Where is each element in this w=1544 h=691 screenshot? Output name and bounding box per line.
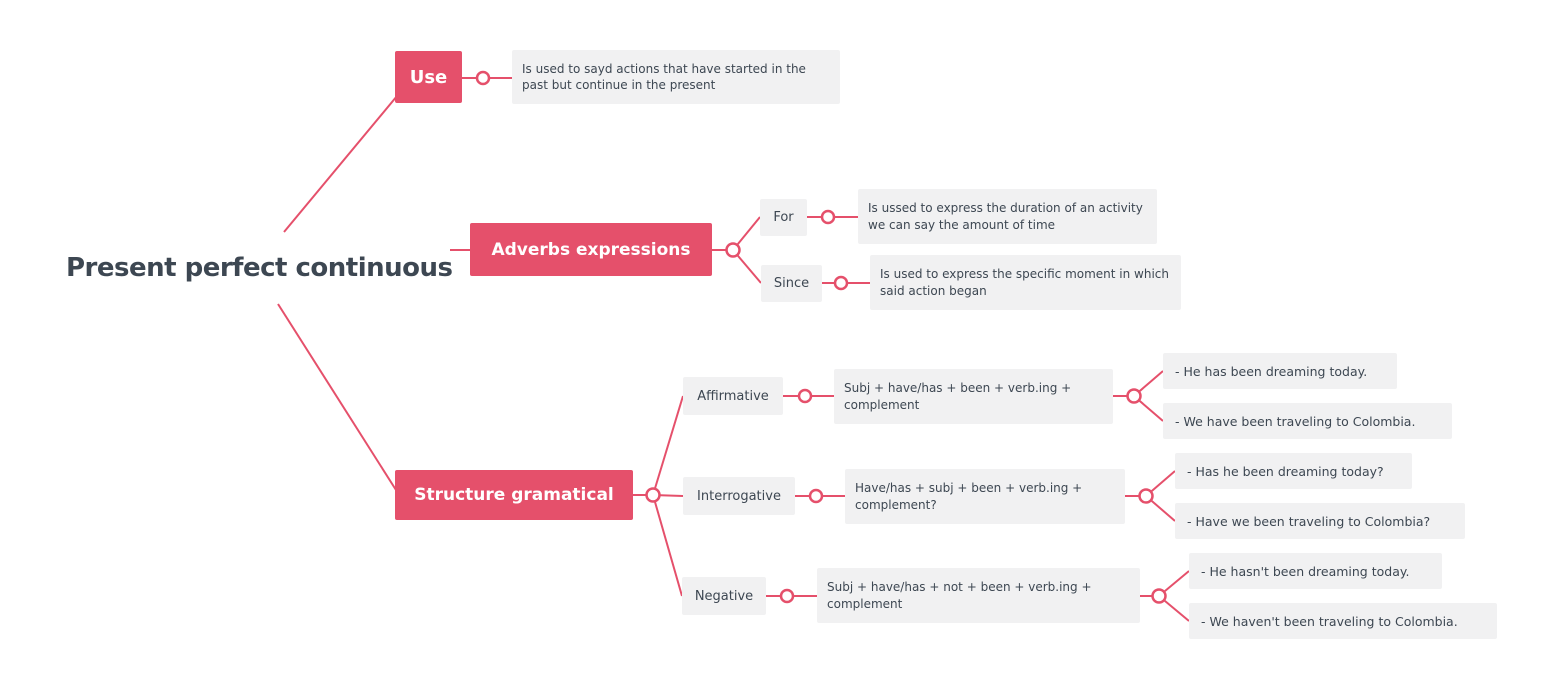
structure-branch [633,370,1190,622]
adverbs-branch [712,209,870,291]
interrogative-formula-node[interactable]: Have/has + subj + been + verb.ing + comp… [845,469,1125,524]
adverbs-expressions-node[interactable]: Adverbs expressions [470,223,712,276]
for-node[interactable]: For [760,199,807,236]
use-node[interactable]: Use [395,51,462,103]
use-description-node[interactable]: Is used to sayd actions that have starte… [512,50,840,104]
use-branch [462,70,512,86]
negative-formula-node[interactable]: Subj + have/has + not + been + verb.ing … [817,568,1140,623]
affirmative-example-1[interactable]: - He has been dreaming today. [1163,353,1397,389]
interrogative-example-1[interactable]: - Has he been dreaming today? [1175,453,1412,489]
since-description-node[interactable]: Is used to express the specific moment i… [870,255,1181,310]
negative-example-2[interactable]: - We haven't been traveling to Colombia. [1189,603,1497,639]
affirmative-node[interactable]: Affirmative [683,377,783,415]
since-node[interactable]: Since [761,265,822,302]
root-node[interactable]: Present perfect continuous [66,253,453,283]
affirmative-example-2[interactable]: - We have been traveling to Colombia. [1163,403,1452,439]
for-description-node[interactable]: Is ussed to express the duration of an a… [858,189,1157,244]
structure-gramatical-node[interactable]: Structure gramatical [395,470,633,520]
negative-node[interactable]: Negative [682,577,766,615]
interrogative-node[interactable]: Interrogative [683,477,795,515]
affirmative-formula-node[interactable]: Subj + have/has + been + verb.ing + comp… [834,369,1113,424]
negative-example-1[interactable]: - He hasn't been dreaming today. [1189,553,1442,589]
interrogative-example-2[interactable]: - Have we been traveling to Colombia? [1175,503,1465,539]
root-branch-lines [277,95,470,491]
